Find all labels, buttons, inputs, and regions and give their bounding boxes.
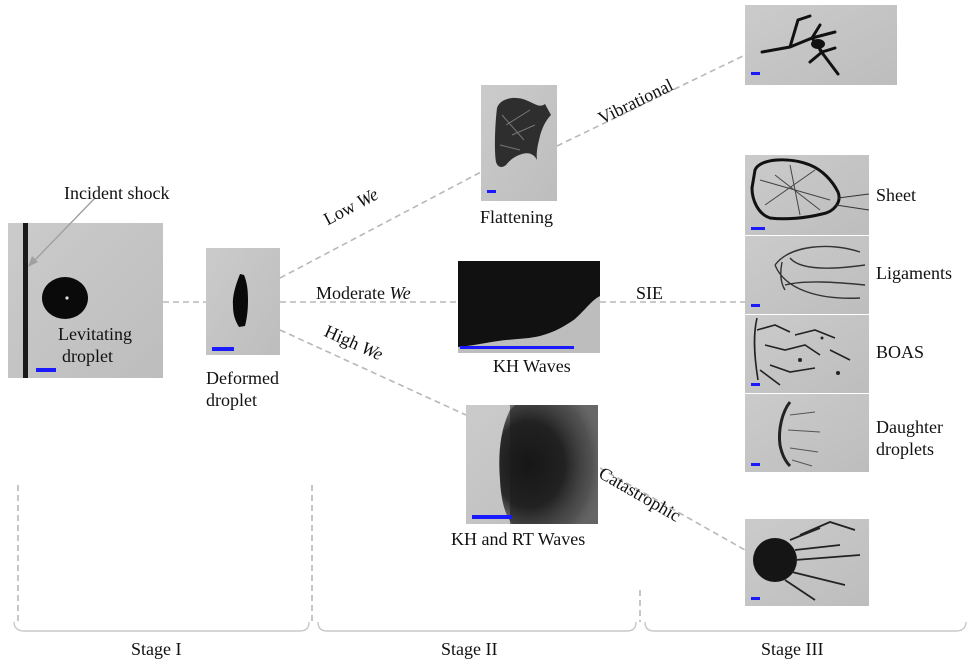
vibrational-result-image <box>745 5 897 85</box>
flattening-image <box>481 85 557 201</box>
boas-image <box>745 315 869 393</box>
scale-bar <box>751 597 760 600</box>
kh-waves-label: KH Waves <box>493 356 571 376</box>
daughter-droplets-image <box>745 394 869 472</box>
stage-brackets <box>13 621 967 632</box>
moderate-we-symbol: We <box>389 283 411 303</box>
kh-rt-waves-label: KH and RT Waves <box>451 529 586 549</box>
boas-label: BOAS <box>876 342 925 362</box>
scale-bar <box>212 347 234 351</box>
stage-3-label: Stage III <box>761 639 824 659</box>
stage-dividers <box>17 485 641 622</box>
connector-high-we <box>279 329 467 416</box>
ligaments-image <box>745 236 869 314</box>
flattening-label: Flattening <box>480 207 553 227</box>
scale-bar <box>460 346 574 349</box>
daughter-line-2: droplets <box>876 439 934 459</box>
stage-2-label: Stage II <box>441 639 498 659</box>
levitating-line-2: droplet <box>62 346 113 366</box>
scale-bar <box>487 190 496 193</box>
moderate-we-prefix: Moderate <box>316 283 390 303</box>
scale-bar <box>751 304 760 307</box>
levitating-droplet-image <box>8 223 163 378</box>
deformed-line-1: Deformed <box>206 368 279 388</box>
connector-low-we <box>279 171 482 279</box>
levitating-droplet-label: Levitating droplet <box>58 323 132 367</box>
ligaments-label: Ligaments <box>876 263 952 283</box>
sheet-label: Sheet <box>876 185 916 205</box>
scale-bar <box>751 72 760 75</box>
incident-shock-arrow <box>32 197 96 263</box>
catastrophic-result-image <box>745 519 869 606</box>
scale-bar <box>36 368 56 372</box>
scale-bar <box>751 383 760 386</box>
scale-bar <box>751 227 765 230</box>
sie-label: SIE <box>636 283 663 303</box>
deformed-line-2: droplet <box>206 390 257 410</box>
kh-waves-image <box>458 261 600 353</box>
deformed-droplet-image <box>206 248 280 355</box>
daughter-droplets-label: Daughter droplets <box>876 416 943 460</box>
scale-bar <box>751 463 760 466</box>
incident-shock-label: Incident shock <box>64 183 170 203</box>
connector-vibrational <box>556 54 746 147</box>
bracket-stage-1 <box>13 621 310 632</box>
connector-catastrophic <box>599 467 746 551</box>
deformed-droplet-label: Deformed droplet <box>206 367 279 411</box>
connector-lines <box>163 54 746 551</box>
levitating-line-1: Levitating <box>58 324 132 344</box>
kh-rt-waves-image <box>466 405 598 524</box>
daughter-line-1: Daughter <box>876 417 943 437</box>
sheet-image <box>745 155 870 235</box>
scale-bar <box>472 515 512 519</box>
bracket-stage-3 <box>644 621 967 632</box>
stage-1-label: Stage I <box>131 639 182 659</box>
arrow-head-icon <box>28 256 38 267</box>
moderate-we-label: Moderate We <box>316 282 411 304</box>
bracket-stage-2 <box>317 621 637 632</box>
